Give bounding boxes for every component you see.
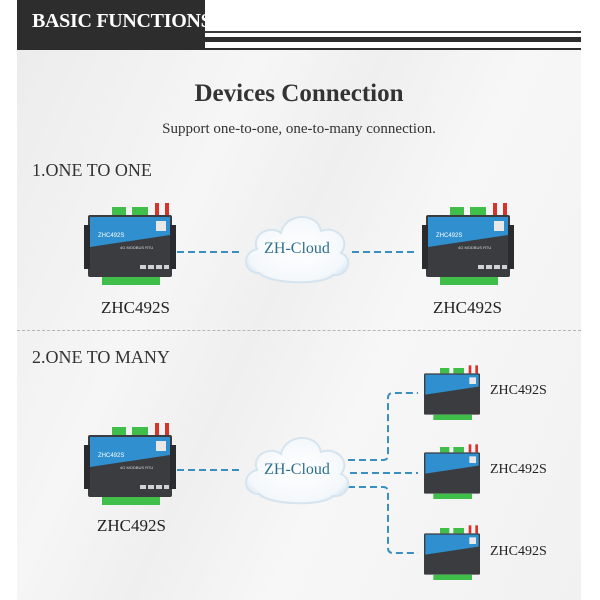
svg-text:ZHC492S: ZHC492S [98,233,124,239]
rtu-device-icon [424,365,480,420]
page-subtitle: Support one-to-one, one-to-many connecti… [162,121,436,137]
rtu-device-icon: ZHC492S 4G MODBUS RTU [84,423,176,505]
device-zhc492s: ZHC492S 4G MODBUS RTU [82,203,178,289]
svg-text:4G MODBUS RTU: 4G MODBUS RTU [120,245,153,250]
header-tab: BASIC FUNCTIONS [17,0,212,50]
device-zhc492s: ZHC492S 4G MODBUS RTU [420,203,516,289]
page-title: Devices Connection [194,80,404,107]
header-rule [205,31,581,33]
cloud-icon [245,216,350,284]
header-rule [205,37,581,42]
svg-text:4G MODBUS RTU: 4G MODBUS RTU [120,465,153,470]
device-label: ZHC492S [490,544,547,559]
cloud-icon [245,437,350,505]
device-zhc492s [420,444,484,502]
device-zhc492s [420,525,484,583]
section-divider [17,330,581,331]
section-header: BASIC FUNCTIONS [17,0,581,50]
rtu-device-icon: ZHC492S 4G MODBUS RTU [422,203,514,285]
page-frame: BASIC FUNCTIONS Devices Connection Suppo… [17,0,581,600]
svg-text:ZHC492S: ZHC492S [436,233,462,239]
cloud-label: ZH-Cloud [264,240,330,257]
cloud-zh-cloud: ZH-Cloud [237,424,357,514]
rtu-device-icon [424,525,480,580]
device-label: ZHC492S [490,383,547,398]
device-label: ZHC492S [490,462,547,477]
content-panel [17,50,581,600]
cloud-label: ZH-Cloud [264,461,330,478]
device-zhc492s: ZHC492S 4G MODBUS RTU [82,423,178,509]
svg-text:ZHC492S: ZHC492S [98,453,124,459]
header-title: BASIC FUNCTIONS [32,10,212,32]
device-label: ZHC492S [433,298,502,317]
device-label: ZHC492S [101,298,170,317]
cloud-zh-cloud: ZH-Cloud [237,203,357,293]
device-zhc492s [420,365,484,423]
rtu-device-icon: ZHC492S 4G MODBUS RTU [84,203,176,285]
svg-text:4G MODBUS RTU: 4G MODBUS RTU [458,245,491,250]
rtu-device-icon [424,444,480,499]
device-label: ZHC492S [97,516,166,535]
header-bottom-rule [17,48,581,50]
section-label-one-to-many: 2.ONE TO MANY [32,347,170,367]
section-label-one-to-one: 1.ONE TO ONE [32,160,152,180]
